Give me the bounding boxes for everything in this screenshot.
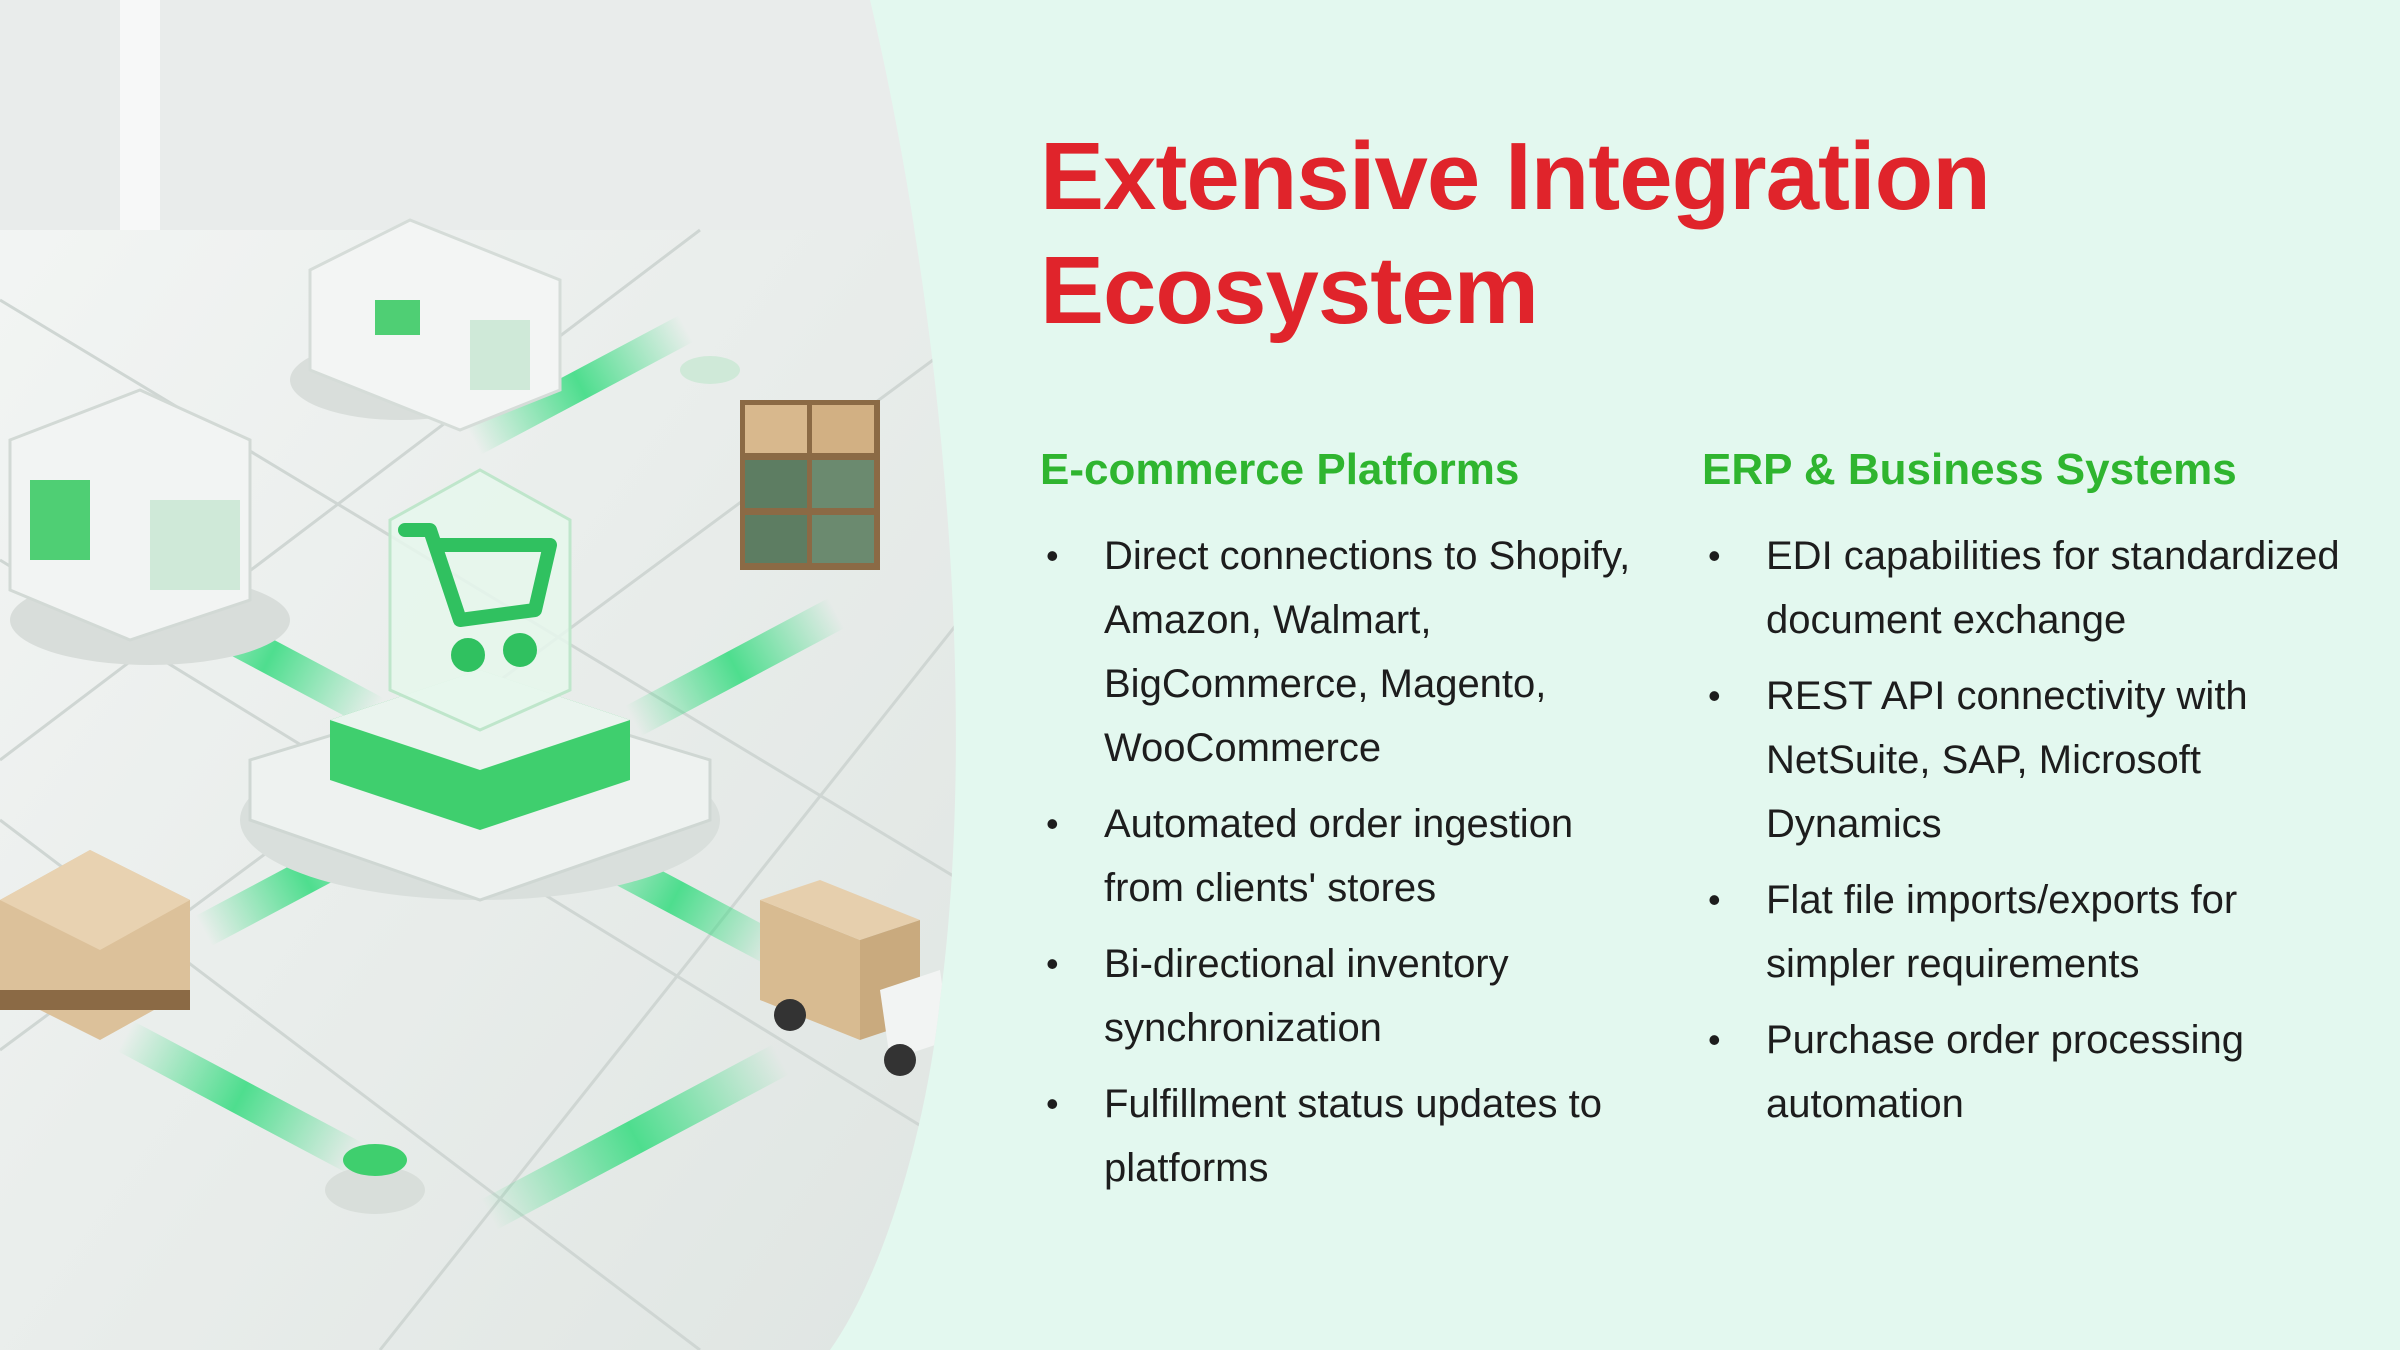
- title-line-2: Ecosystem: [1040, 237, 1539, 344]
- list-item: REST API connectivity with NetSuite, SAP…: [1702, 664, 2342, 856]
- list-item: EDI capabilities for standardized docume…: [1702, 524, 2342, 652]
- warehouse-icon: [290, 218, 562, 432]
- shopping-cart-icon: [398, 523, 557, 672]
- erp-column: ERP & Business Systems EDI capabilities …: [1702, 440, 2342, 1148]
- list-item: Purchase order processing automation: [1702, 1008, 2342, 1136]
- slide-title: Extensive Integration Ecosystem: [1040, 120, 2360, 348]
- list-item: Automated order ingestion from clients' …: [1040, 792, 1640, 920]
- delivery-truck-icon: [760, 880, 950, 1076]
- slide-content: Extensive Integration Ecosystem E-commer…: [1040, 120, 2360, 1190]
- cart-platform: [240, 468, 720, 902]
- pallet-boxes-icon: [0, 850, 190, 1040]
- ecommerce-heading: E-commerce Platforms: [1040, 445, 1520, 494]
- erp-list: EDI capabilities for standardized docume…: [1702, 524, 2342, 1136]
- pallet-boxes-icon: [740, 400, 880, 570]
- list-item: Fulfillment status updates to platforms: [1040, 1072, 1640, 1200]
- list-item: Flat file imports/exports for simpler re…: [1702, 868, 2342, 996]
- title-line-1: Extensive Integration: [1040, 123, 1991, 230]
- ecommerce-list: Direct connections to Shopify, Amazon, W…: [1040, 524, 1640, 1200]
- list-item: Direct connections to Shopify, Amazon, W…: [1040, 524, 1640, 780]
- warehouse-icon: [8, 388, 290, 665]
- ecommerce-column: E-commerce Platforms Direct connections …: [1040, 440, 1640, 1212]
- hero-illustration: [0, 0, 956, 1350]
- erp-heading: ERP & Business Systems: [1702, 445, 2237, 494]
- list-item: Bi-directional inventory synchronization: [1040, 932, 1640, 1060]
